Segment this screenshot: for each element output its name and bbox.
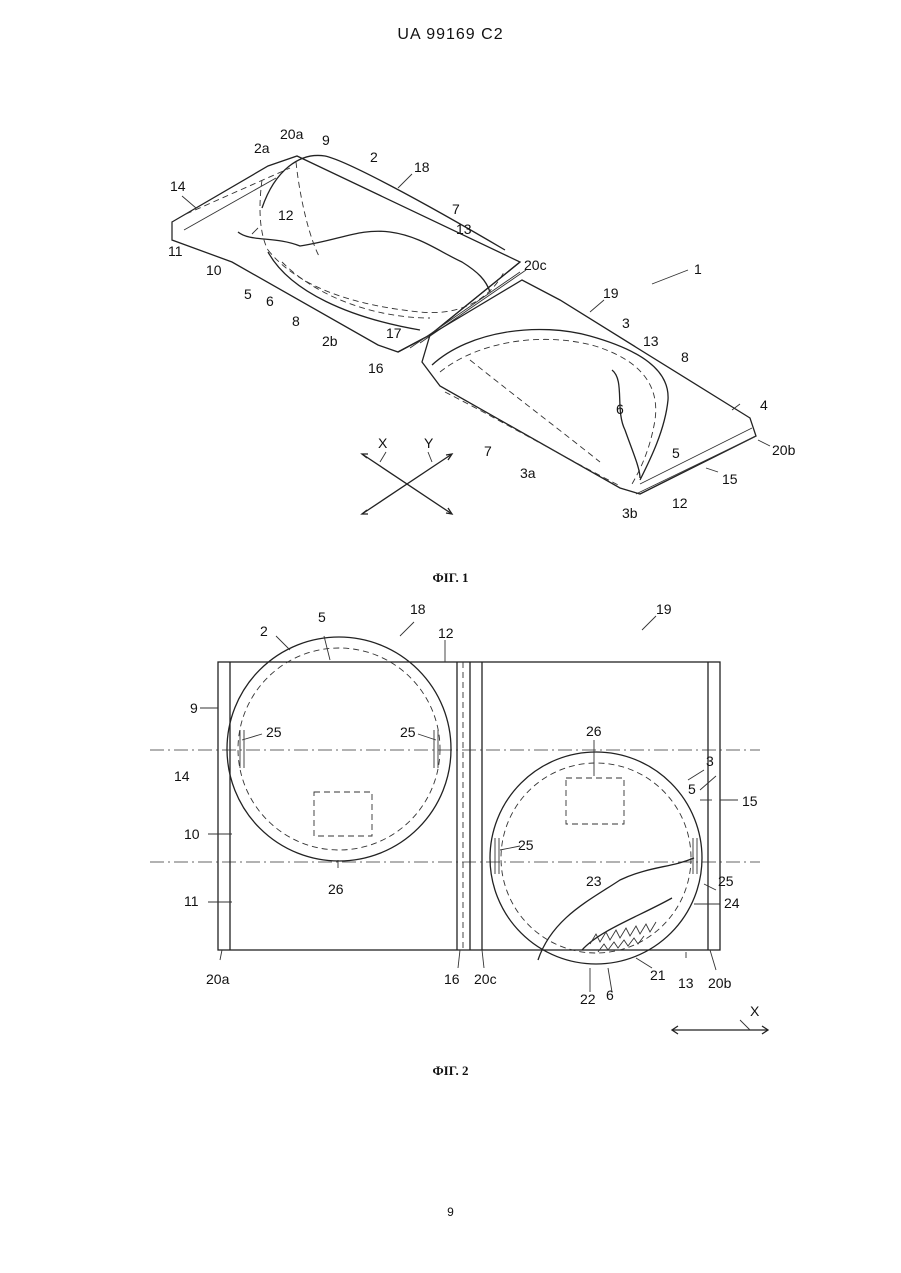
fig2-label: 24 [724, 895, 740, 911]
fig2-label: 26 [328, 881, 344, 897]
figure-2-caption: ФІГ. 2 [0, 1063, 901, 1079]
fig2-label: 20b [708, 975, 732, 991]
fig2-label: 26 [586, 723, 602, 739]
fig2-label: 5 [688, 781, 696, 797]
fig2-label: 2 [260, 623, 268, 639]
fig2-label: 3 [706, 753, 714, 769]
fig2-label: 20a [206, 971, 230, 987]
page-number: 9 [0, 1205, 901, 1219]
fig2-label: 22 [580, 991, 596, 1007]
figure-2-drawing: 18 2 5 12 19 9 25 25 14 10 26 11 20a 16 … [0, 0, 901, 1060]
fig2-label: 25 [400, 724, 416, 740]
fig2-label: 25 [266, 724, 282, 740]
fig2-label: 5 [318, 609, 326, 625]
fig2-label: 14 [174, 768, 190, 784]
fig2-label: 11 [184, 893, 199, 909]
fig2-label: 15 [742, 793, 758, 809]
fig2-label: 9 [190, 700, 198, 716]
fig2-label: 25 [518, 837, 534, 853]
fig2-label: 12 [438, 625, 454, 641]
fig2-label: 21 [650, 967, 666, 983]
fig2-label: 23 [586, 873, 602, 889]
fig2-label: 16 [444, 971, 460, 987]
fig2-label: 10 [184, 826, 200, 842]
axis-x-label: X [750, 1003, 760, 1019]
fig2-label: 25 [718, 873, 734, 889]
fig2-label: 19 [656, 601, 672, 617]
fig2-label: 18 [410, 601, 426, 617]
fig2-label: 20c [474, 971, 497, 987]
fig2-label: 13 [678, 975, 694, 991]
fig2-label: 6 [606, 987, 614, 1003]
